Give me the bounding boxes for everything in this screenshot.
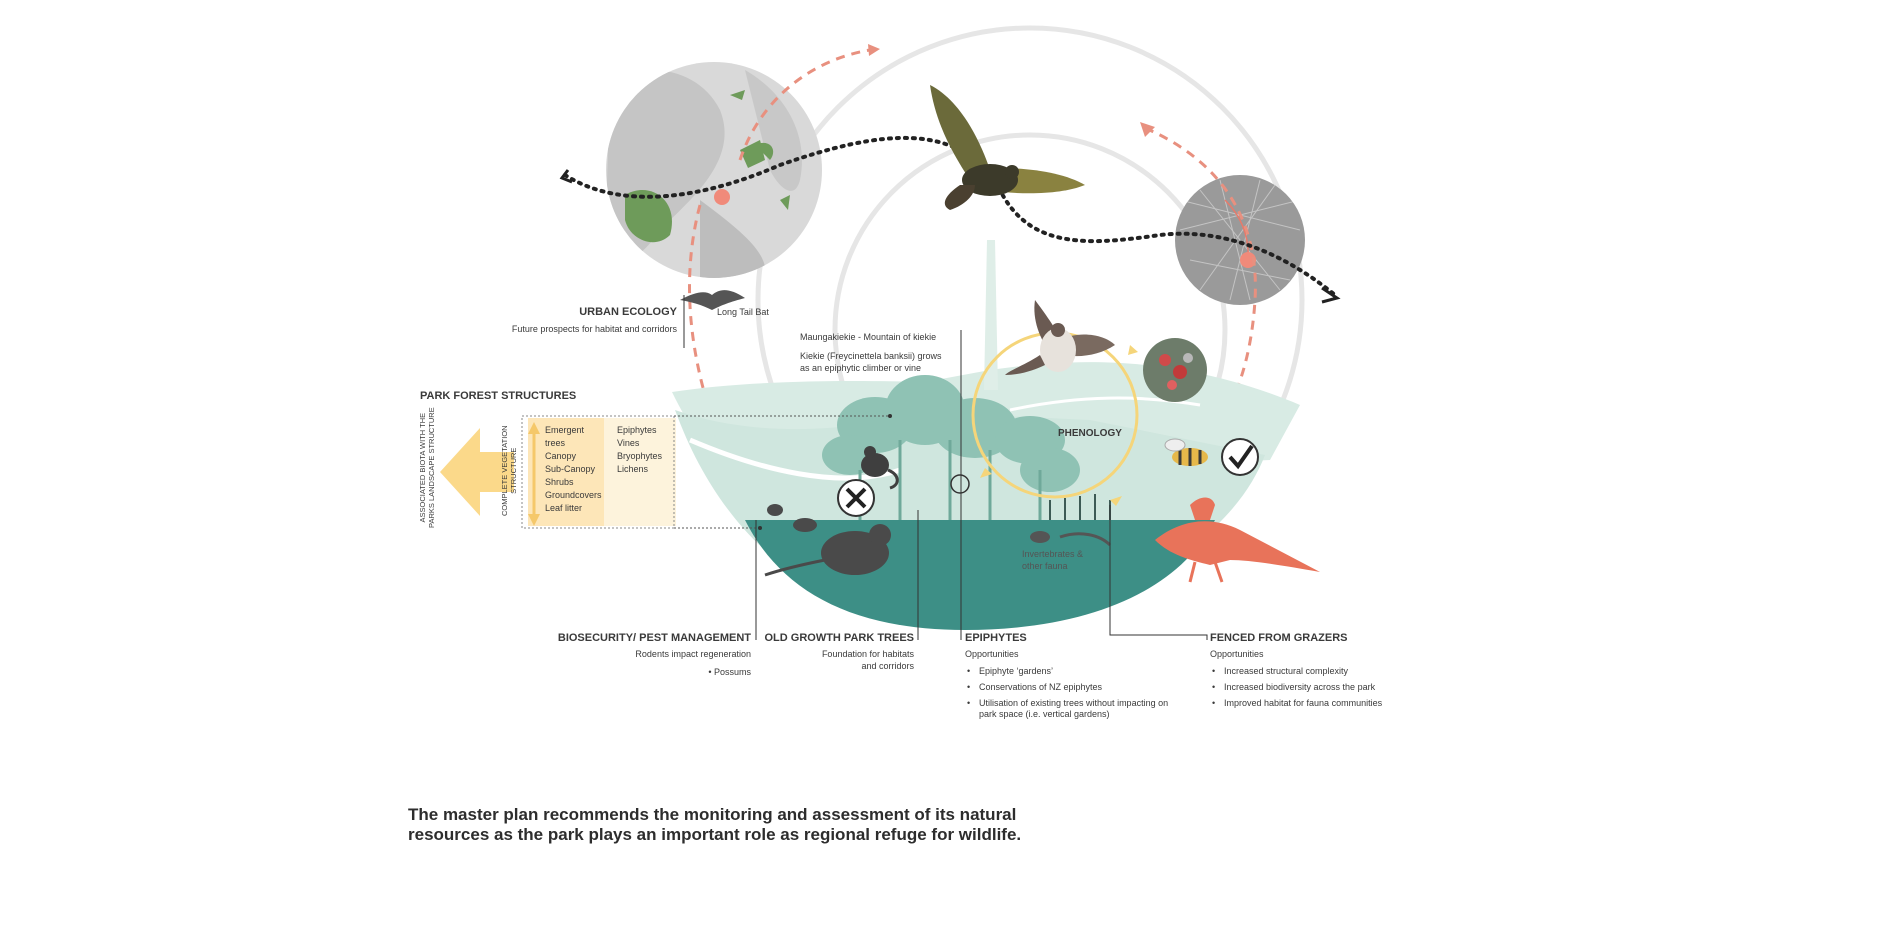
vegetation-layers-list: Emergent trees Canopy Sub-Canopy Shrubs … bbox=[545, 424, 602, 515]
fenced-bullet: Increased structural complexity bbox=[1210, 666, 1420, 677]
bee-icon bbox=[1164, 438, 1208, 466]
epiphytes-sub: Opportunities bbox=[965, 649, 1019, 659]
layer-item: Shrubs bbox=[545, 477, 574, 487]
fenced-bullets: Increased structural complexity Increase… bbox=[1210, 666, 1420, 714]
associated-biota-label: ASSOCIATED BIOTA WITH THE PARKS LANDSCAP… bbox=[418, 407, 436, 528]
epiphytes-bullet: Conservations of NZ epiphytes bbox=[965, 682, 1185, 693]
flower-photo-icon bbox=[1143, 338, 1207, 402]
layer-item: Groundcovers bbox=[545, 490, 602, 500]
complete-vegetation-label: COMPLETE VEGETATION STRUCTURE bbox=[500, 425, 518, 516]
biosecurity-bullet: • Possums bbox=[708, 667, 751, 677]
maungakiekie-line2b: as an epiphytic climber or vine bbox=[800, 363, 922, 373]
layer-item: Sub-Canopy bbox=[545, 464, 596, 474]
globe-map-icon bbox=[606, 62, 822, 278]
old-growth-title: OLD GROWTH PARK TREES bbox=[764, 632, 914, 644]
epiphytes-title: EPIPHYTES bbox=[965, 632, 1027, 644]
urban-ecology-title: URBAN ECOLOGY bbox=[579, 306, 677, 318]
caption-line1: The master plan recommends the monitorin… bbox=[408, 805, 1017, 824]
kereru-pigeon-icon bbox=[1005, 300, 1115, 375]
bat-icon bbox=[680, 290, 745, 310]
plant-item: Vines bbox=[617, 438, 640, 448]
leader-lines bbox=[683, 295, 1208, 640]
layer-item: Leaf litter bbox=[545, 503, 583, 513]
epiphytes-bullets: Epiphyte ‘gardens’ Conservations of NZ e… bbox=[965, 666, 1185, 725]
epiphytes-bullet: Epiphyte ‘gardens’ bbox=[965, 666, 1185, 677]
layer-item: Canopy bbox=[545, 451, 577, 461]
fenced-sub: Opportunities bbox=[1210, 649, 1264, 659]
flight-arrow-left bbox=[559, 169, 573, 184]
plant-item: Lichens bbox=[617, 464, 649, 474]
vegetation-panel bbox=[521, 414, 892, 530]
rat-icon bbox=[764, 524, 891, 577]
city-map-icon bbox=[1175, 175, 1305, 305]
landform bbox=[672, 240, 1300, 630]
flight-path bbox=[563, 135, 1337, 297]
pheasant-icon bbox=[1155, 497, 1320, 583]
urban-ecology-subtitle: Future prospects for habitat and corrido… bbox=[511, 324, 677, 334]
caption: The master plan recommends the monitorin… bbox=[408, 805, 1021, 845]
plant-forms-list: Epiphytes Vines Bryophytes Lichens bbox=[617, 424, 662, 476]
phenology-label: PHENOLOGY bbox=[1058, 428, 1122, 439]
fenced-title: FENCED FROM GRAZERS bbox=[1210, 632, 1348, 644]
flight-arrow-right bbox=[1321, 286, 1341, 304]
fenced-bullet: Improved habitat for fauna communities bbox=[1210, 698, 1420, 709]
lizard-icon bbox=[1030, 531, 1112, 547]
migration-arrows bbox=[688, 48, 1257, 436]
plant-item: Epiphytes bbox=[617, 425, 657, 435]
mouse-icon bbox=[767, 504, 817, 532]
old-growth-line2: and corridors bbox=[861, 661, 914, 671]
maungakiekie-line2a: Kiekie (Freycinettela banksii) grows bbox=[800, 351, 942, 361]
bat-label: Long Tail Bat bbox=[717, 307, 769, 317]
maungakiekie-line1: Maungakiekie - Mountain of kiekie bbox=[800, 332, 937, 342]
caption-line2: resources as the park plays an important… bbox=[408, 825, 1022, 844]
forest-canopy bbox=[822, 375, 1080, 492]
check-icon bbox=[1221, 438, 1259, 476]
old-growth-line1: Foundation for habitats bbox=[821, 649, 914, 659]
invertebrates-label: Invertebrates & other fauna bbox=[1022, 549, 1084, 571]
arrow-left-icon bbox=[440, 428, 514, 516]
biosecurity-title: BIOSECURITY/ PEST MANAGEMENT bbox=[557, 632, 751, 644]
layer-item: trees bbox=[545, 438, 566, 448]
park-forest-title: PARK FOREST STRUCTURES bbox=[420, 390, 577, 402]
fenced-bullet: Increased biodiversity across the park bbox=[1210, 682, 1420, 693]
epiphytes-bullet: Utilisation of existing trees without im… bbox=[965, 698, 1185, 720]
epiphyte-marker bbox=[950, 474, 970, 494]
layer-item: Emergent bbox=[545, 425, 585, 435]
plant-item: Bryophytes bbox=[617, 451, 663, 461]
cross-icon bbox=[837, 479, 875, 517]
kaka-bird-icon bbox=[930, 85, 1085, 210]
possum-icon bbox=[861, 446, 899, 490]
biosecurity-line1: Rodents impact regeneration bbox=[635, 649, 751, 659]
